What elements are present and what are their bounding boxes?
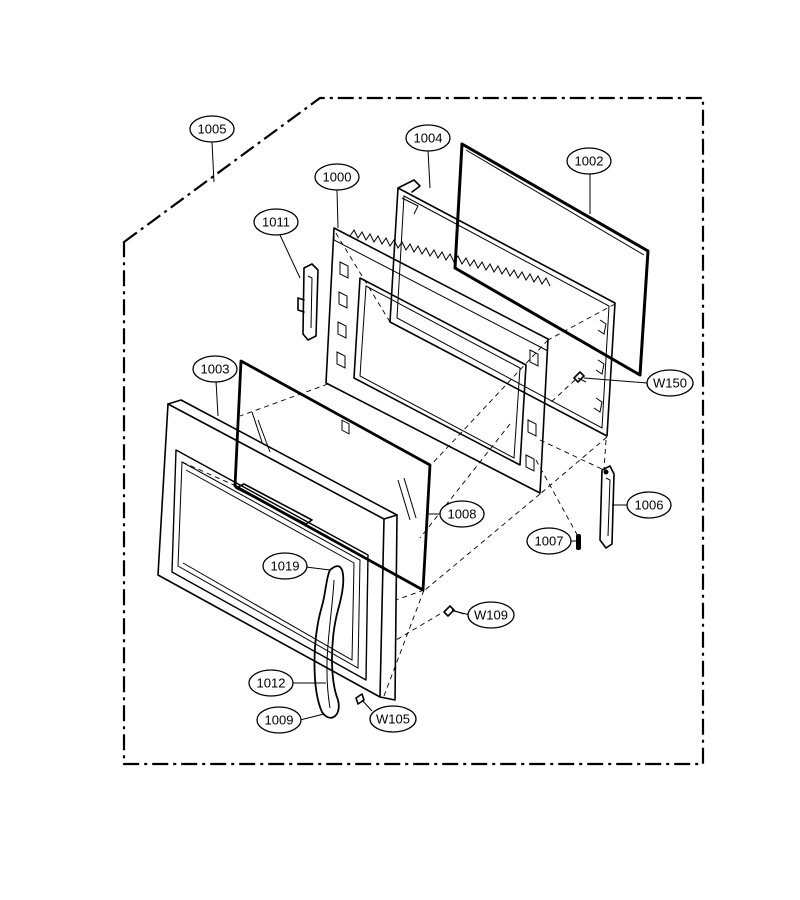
callout-label: W105 bbox=[376, 712, 410, 727]
callout-1006: 1006 bbox=[626, 491, 672, 519]
part-1004-inner-plate bbox=[389, 179, 616, 437]
callout-label: 1005 bbox=[198, 122, 227, 137]
callout-W150: W150 bbox=[646, 369, 694, 397]
callout-1003: 1003 bbox=[192, 355, 238, 383]
callout-W105: W105 bbox=[369, 705, 417, 733]
screw-w105-icon bbox=[355, 693, 365, 705]
part-1009-handle bbox=[313, 565, 345, 719]
callout-1009: 1009 bbox=[256, 706, 302, 734]
part-1011-latch bbox=[297, 263, 319, 341]
part-1006-hinge bbox=[599, 465, 615, 549]
callout-1011: 1011 bbox=[253, 208, 299, 236]
callout-1005: 1005 bbox=[189, 115, 235, 143]
callout-label: 1003 bbox=[201, 362, 230, 377]
callout-1012: 1012 bbox=[248, 669, 294, 697]
callout-label: 1007 bbox=[535, 534, 564, 549]
leader-lines bbox=[211, 141, 648, 721]
screw-w150-icon bbox=[573, 371, 587, 383]
part-1000-door-frame bbox=[325, 227, 551, 494]
assembly-boundary bbox=[122, 96, 705, 766]
callout-1008: 1008 bbox=[439, 500, 485, 528]
callout-label: W109 bbox=[474, 608, 508, 623]
part-1003-glass bbox=[233, 359, 432, 592]
frame-teeth bbox=[349, 229, 551, 287]
callout-1004: 1004 bbox=[405, 124, 451, 152]
part-1002-panel bbox=[453, 142, 650, 377]
hidden-lines bbox=[181, 229, 616, 697]
callout-label: 1006 bbox=[635, 498, 664, 513]
callout-1002: 1002 bbox=[566, 147, 612, 175]
callout-W109: W109 bbox=[467, 601, 515, 629]
part-1005-front-door bbox=[157, 399, 398, 701]
callout-1007: 1007 bbox=[526, 527, 572, 555]
callout-label: 1009 bbox=[265, 713, 294, 728]
callout-label: 1011 bbox=[262, 215, 290, 230]
part-1007-spring bbox=[576, 534, 581, 550]
callout-label: 1004 bbox=[414, 131, 443, 146]
callout-1019: 1019 bbox=[262, 552, 308, 580]
callout-label: 1012 bbox=[257, 676, 286, 691]
callout-label: 1008 bbox=[448, 507, 477, 522]
callout-label: 1000 bbox=[323, 170, 352, 185]
callout-label: 1019 bbox=[271, 559, 300, 574]
callout-label: W150 bbox=[653, 376, 687, 391]
callout-label: 1002 bbox=[575, 154, 604, 169]
callout-1000: 1000 bbox=[314, 163, 360, 191]
